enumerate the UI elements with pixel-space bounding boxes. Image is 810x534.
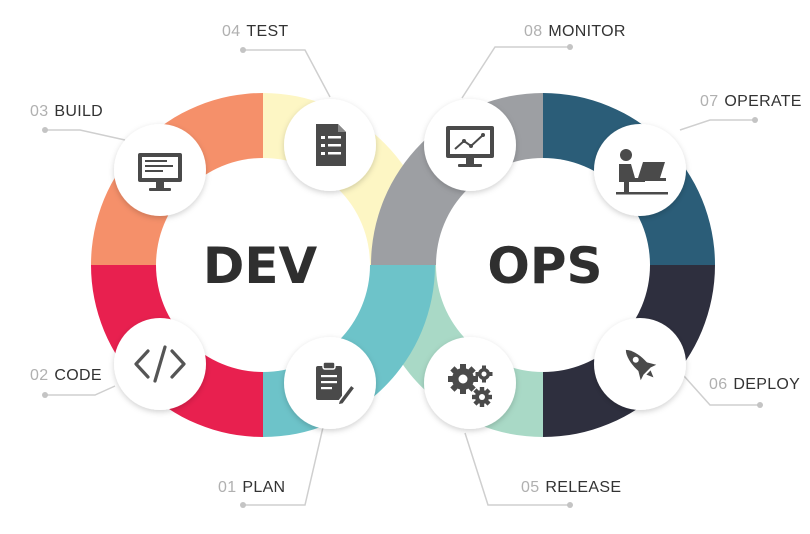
leader-dot-test — [240, 47, 246, 53]
code-brackets-icon — [134, 345, 186, 383]
stage-icon-plan — [284, 337, 376, 429]
leader-build — [45, 129, 126, 141]
monitor-icon — [138, 153, 182, 191]
dev-title: DEV — [203, 237, 318, 295]
clipboard-pencil-icon — [316, 361, 357, 406]
leader-dot-plan — [240, 502, 246, 508]
leader-lines — [42, 44, 763, 508]
stage-icon-deploy — [594, 318, 686, 410]
ops-title: OPS — [487, 237, 602, 295]
stage-icon-operate — [594, 124, 686, 216]
leader-deploy — [683, 375, 760, 406]
leader-monitor — [461, 46, 570, 99]
chart-monitor-icon — [446, 126, 494, 167]
icon-discs — [114, 99, 686, 429]
stage-icon-build — [114, 124, 206, 216]
leader-dot-operate — [752, 117, 758, 123]
stage-icon-release — [424, 337, 516, 429]
leader-dot-build — [42, 127, 48, 133]
leader-code — [45, 385, 116, 396]
stage-icon-code — [114, 318, 206, 410]
ops-center-disc — [436, 158, 650, 372]
stage-icon-test — [284, 99, 376, 191]
checklist-document-icon — [316, 124, 346, 166]
leader-release — [464, 432, 570, 506]
leader-dot-deploy — [757, 402, 763, 408]
person-laptop-icon — [616, 149, 668, 195]
leader-dot-code — [42, 392, 48, 398]
gears-icon — [448, 364, 493, 407]
leader-dot-release — [567, 502, 573, 508]
leader-operate — [679, 119, 755, 131]
leader-test — [243, 49, 331, 98]
stage-icon-monitor — [424, 99, 516, 191]
leader-plan — [243, 409, 328, 506]
dev-center-disc — [156, 158, 370, 372]
leader-dot-monitor — [567, 44, 573, 50]
